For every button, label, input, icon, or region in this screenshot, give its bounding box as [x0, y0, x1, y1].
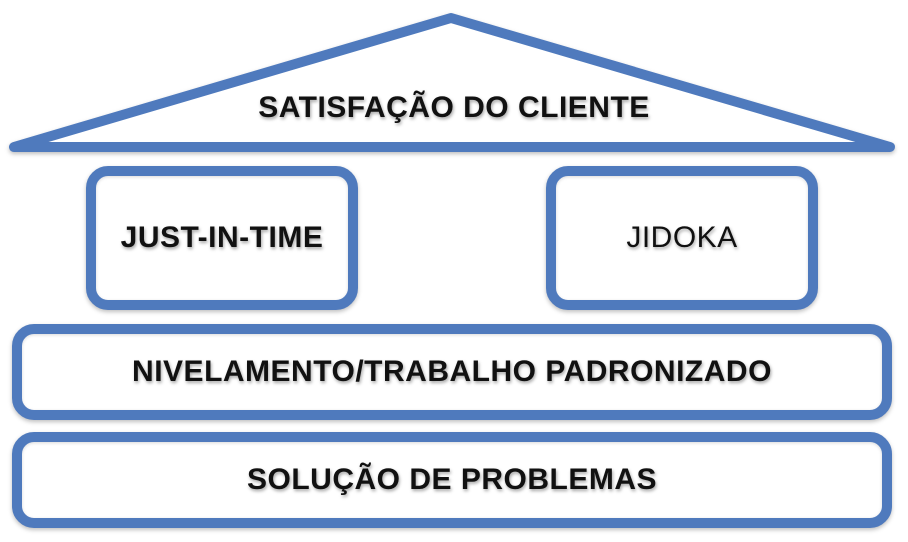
roof-shape — [9, 13, 895, 152]
foundation-label: NIVELAMENTO/TRABALHO PADRONIZADO — [132, 355, 772, 388]
foundation-label: SOLUÇÃO DE PROBLEMAS — [246, 463, 658, 496]
foundation-band-standardized-work: NIVELAMENTO/TRABALHO PADRONIZADO — [12, 324, 892, 420]
pillar-label: JIDOKA — [626, 221, 738, 254]
pillar-just-in-time: JUST-IN-TIME — [86, 166, 358, 310]
foundation-band-problem-solving: SOLUÇÃO DE PROBLEMAS — [12, 432, 892, 528]
roof-label: SATISFAÇÃO DO CLIENTE — [258, 91, 650, 124]
pillar-label: JUST-IN-TIME — [120, 221, 324, 254]
roof-label-container: SATISFAÇÃO DO CLIENTE — [0, 86, 908, 130]
pillar-jidoka: JIDOKA — [546, 166, 818, 310]
